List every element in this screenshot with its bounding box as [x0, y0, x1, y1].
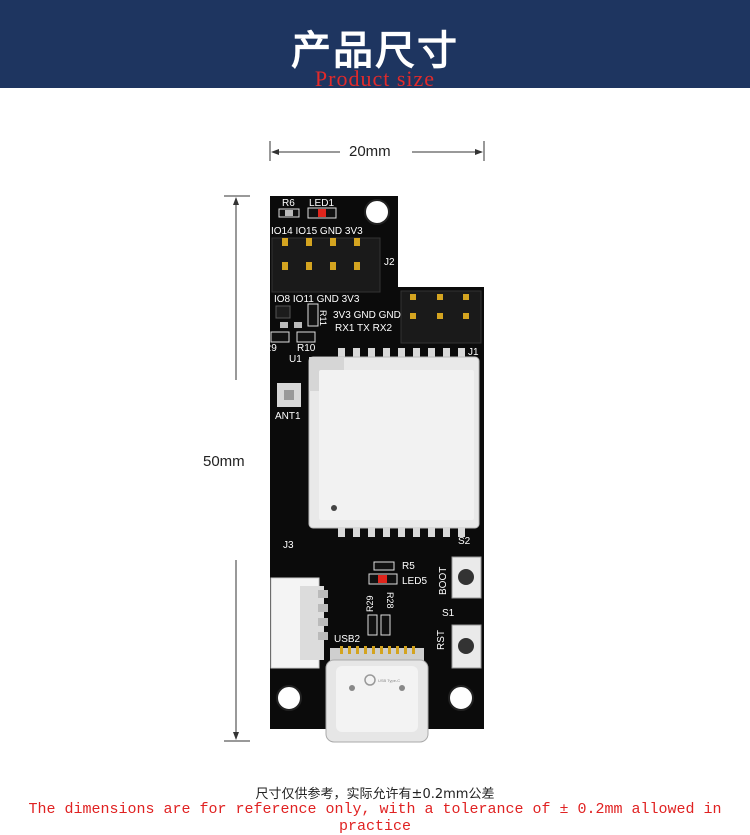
- resistor-r9: [270, 331, 290, 343]
- label-ant1: ANT1: [275, 411, 301, 422]
- height-dimension-label: 50mm: [203, 453, 245, 470]
- label-s1: S1: [442, 608, 455, 619]
- label-rst: RST: [436, 630, 447, 650]
- label-top-pins: IO14 IO15 GND 3V3: [271, 226, 363, 237]
- chip-small: [275, 305, 291, 319]
- mounting-hole: [276, 199, 474, 711]
- footnote-chinese: 尺寸仅供参考，实际允许有±0.2mm公差: [255, 787, 495, 802]
- label-usb2: USB2: [334, 634, 361, 645]
- label-j1: J1: [468, 347, 479, 358]
- label-j3: J3: [283, 540, 294, 551]
- label-led1: LED1: [309, 198, 334, 209]
- label-j1-bottom: RX1 TX RX2: [335, 323, 392, 334]
- height-dimension-line: [224, 195, 250, 742]
- header-banner: 产品尺寸 Product size: [0, 0, 750, 91]
- label-boot: BOOT: [438, 567, 449, 595]
- module-pads-top: [338, 348, 465, 358]
- label-r10: R10: [297, 343, 316, 354]
- label-r11: R11: [318, 310, 328, 326]
- label-r9: R9: [264, 343, 277, 354]
- resistor-r29: [367, 614, 378, 636]
- module-pin1-dot: [331, 505, 337, 511]
- label-r28: R28: [385, 592, 395, 609]
- label-led5: LED5: [402, 576, 427, 587]
- label-r5: R5: [402, 561, 415, 572]
- footnote-english: The dimensions are for reference only, w…: [28, 801, 722, 835]
- button-reset-s1: [451, 624, 482, 669]
- label-r6: R6: [282, 198, 295, 209]
- label-s2: S2: [458, 536, 471, 547]
- button-boot-s2: [451, 556, 482, 599]
- label-j1-top: 3V3 GND GND: [333, 310, 401, 321]
- width-dimension-label: 20mm: [349, 143, 391, 160]
- resistor-r11: [307, 303, 319, 327]
- resistor-r5: [373, 561, 395, 571]
- usb-logo: USB Type-C: [378, 678, 400, 683]
- label-mid-pins: IO8 IO11 GND 3V3: [274, 294, 360, 305]
- resistor-r28: [380, 614, 391, 636]
- width-dimension-line: [269, 141, 485, 161]
- connector-j3: [270, 577, 328, 669]
- module-pads-bottom: [338, 527, 465, 537]
- page-title: 产品尺寸: [291, 28, 459, 74]
- usb-type-c-connector: [325, 646, 429, 743]
- label-u1: U1: [289, 354, 302, 365]
- label-r29: R29: [365, 595, 375, 612]
- header-j1: [400, 290, 482, 344]
- resistor-r10: [296, 331, 316, 343]
- label-j2: J2: [384, 257, 395, 268]
- header-j2: [271, 237, 381, 293]
- page-subtitle: Product size: [314, 66, 436, 91]
